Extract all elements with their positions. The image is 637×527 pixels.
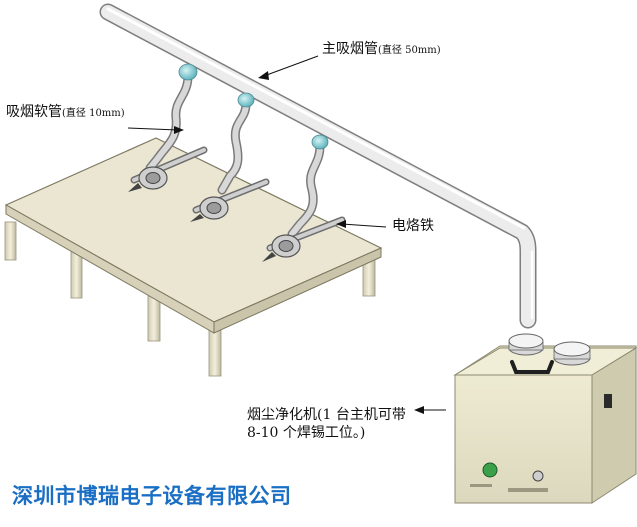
label-main-pipe-text: 主吸烟管 [322, 41, 378, 57]
main-suction-pipe [99, 3, 537, 329]
fume-purifier-unit [453, 333, 637, 504]
table-leg [147, 295, 161, 342]
table-legs [4, 221, 376, 377]
pipe-joint [178, 63, 198, 81]
arrow-soft-pipe [127, 127, 179, 131]
annotation-arrows [127, 55, 446, 414]
label-soldering-iron: 电烙铁 [392, 218, 434, 234]
company-name: 深圳市博瑞电子设备有限公司 [12, 484, 292, 508]
soft-hose [145, 63, 198, 173]
pipe-joint [311, 134, 329, 150]
pipe-joint [237, 92, 255, 108]
label-fume-purifier: 烟尘净化机(1 台主机可带 8-10 个焊锡工位。) [247, 406, 406, 442]
label-main-pipe-note: (直径 50mm) [378, 45, 441, 56]
soldering-station [190, 178, 270, 222]
soft-hose [287, 134, 329, 239]
soldering-station [128, 146, 208, 192]
label-purifier-line2: 8-10 个焊锡工位。) [247, 425, 366, 441]
label-purifier-line1: 烟尘净化机(1 台主机可带 [247, 407, 406, 423]
label-soft-pipe-text: 吸烟软管 [6, 104, 62, 120]
workbench-table [4, 137, 383, 334]
label-soft-pipe-note: (直径 10mm) [62, 108, 125, 119]
label-main-pipe: 主吸烟管(直径 50mm) [322, 40, 441, 60]
arrow-iron [341, 223, 387, 228]
soft-hose [217, 92, 255, 195]
power-switch-icon [482, 462, 498, 478]
speed-knob-icon [532, 470, 544, 482]
arrow-main-pipe [263, 55, 319, 77]
soldering-station [262, 216, 346, 262]
table-leg [4, 221, 17, 261]
label-soft-pipe: 吸烟软管(直径 10mm) [6, 103, 125, 123]
